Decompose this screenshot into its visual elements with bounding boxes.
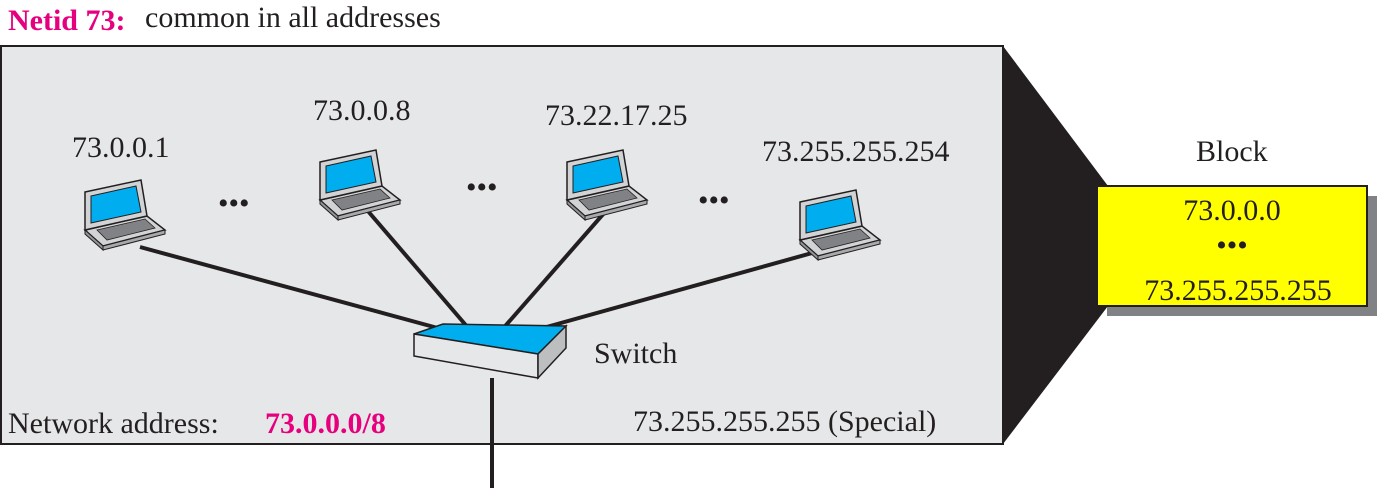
block-first-address: 73.0.0.0 bbox=[1183, 194, 1281, 227]
switch-icon bbox=[413, 323, 568, 380]
switch-label: Switch bbox=[594, 337, 677, 370]
network-address-value: 73.0.0.0/8 bbox=[265, 407, 386, 440]
special-address: 73.255.255.255 (Special) bbox=[633, 405, 936, 438]
host-address: 73.255.255.254 bbox=[762, 135, 950, 168]
ellipsis: ••• bbox=[466, 171, 498, 204]
cable-host-2 bbox=[365, 208, 472, 332]
block-last-address: 73.255.255.255 bbox=[1144, 274, 1332, 307]
cable-host-3 bbox=[498, 210, 607, 334]
ellipsis: ••• bbox=[698, 184, 730, 217]
network-address-label: Network address: bbox=[8, 407, 219, 440]
address-block bbox=[1096, 185, 1368, 307]
ellipsis: ••• bbox=[218, 187, 250, 220]
host-address: 73.22.17.25 bbox=[545, 99, 688, 132]
block-title: Block bbox=[1196, 135, 1268, 168]
zoom-funnel bbox=[1003, 46, 1108, 444]
host-address: 73.0.0.8 bbox=[313, 94, 411, 127]
block-ellipsis: ••• bbox=[1216, 229, 1248, 262]
cable-host-1 bbox=[139, 245, 446, 332]
netid-description: common in all addresses bbox=[145, 1, 441, 34]
cable-host-4 bbox=[524, 246, 831, 335]
host-address: 73.0.0.1 bbox=[72, 131, 170, 164]
netid-label: Netid 73: bbox=[8, 4, 125, 37]
